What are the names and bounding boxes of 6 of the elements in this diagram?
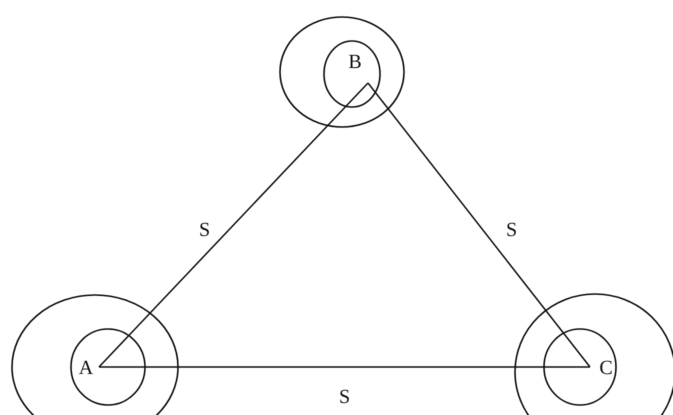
connector-line [98, 82, 369, 368]
connector-line [367, 82, 591, 368]
connector-line [99, 366, 590, 368]
vertex-label: C [597, 357, 615, 379]
vertex-label: B [346, 51, 364, 73]
vertex-label: A [77, 357, 95, 379]
